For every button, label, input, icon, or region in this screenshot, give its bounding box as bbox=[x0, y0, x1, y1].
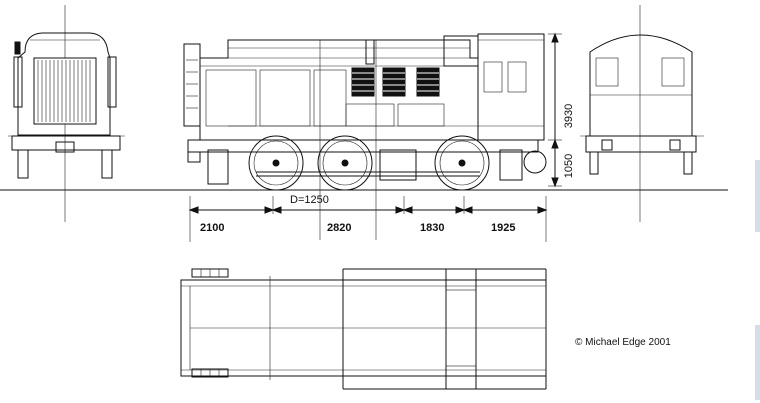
right-edge-strip-top bbox=[755, 160, 760, 232]
right-edge-strip-bottom bbox=[755, 325, 760, 400]
length-dimensions bbox=[188, 196, 548, 242]
dimension-2820: 2820 bbox=[327, 222, 351, 234]
height-total-label: 3930 bbox=[563, 104, 575, 128]
dimension-1830: 1830 bbox=[420, 222, 444, 234]
front-end-view bbox=[8, 5, 125, 222]
height-dimensions bbox=[548, 32, 562, 188]
rear-end-view bbox=[580, 5, 704, 222]
dimension-1925: 1925 bbox=[491, 222, 515, 234]
dimension-2100: 2100 bbox=[200, 222, 224, 234]
side-elevation bbox=[183, 33, 547, 240]
wheel-diameter-label: D=1250 bbox=[290, 194, 329, 206]
plan-view bbox=[180, 268, 547, 390]
height-buffer-label: 1050 bbox=[563, 154, 575, 178]
copyright-label: © Michael Edge 2001 bbox=[575, 337, 671, 348]
